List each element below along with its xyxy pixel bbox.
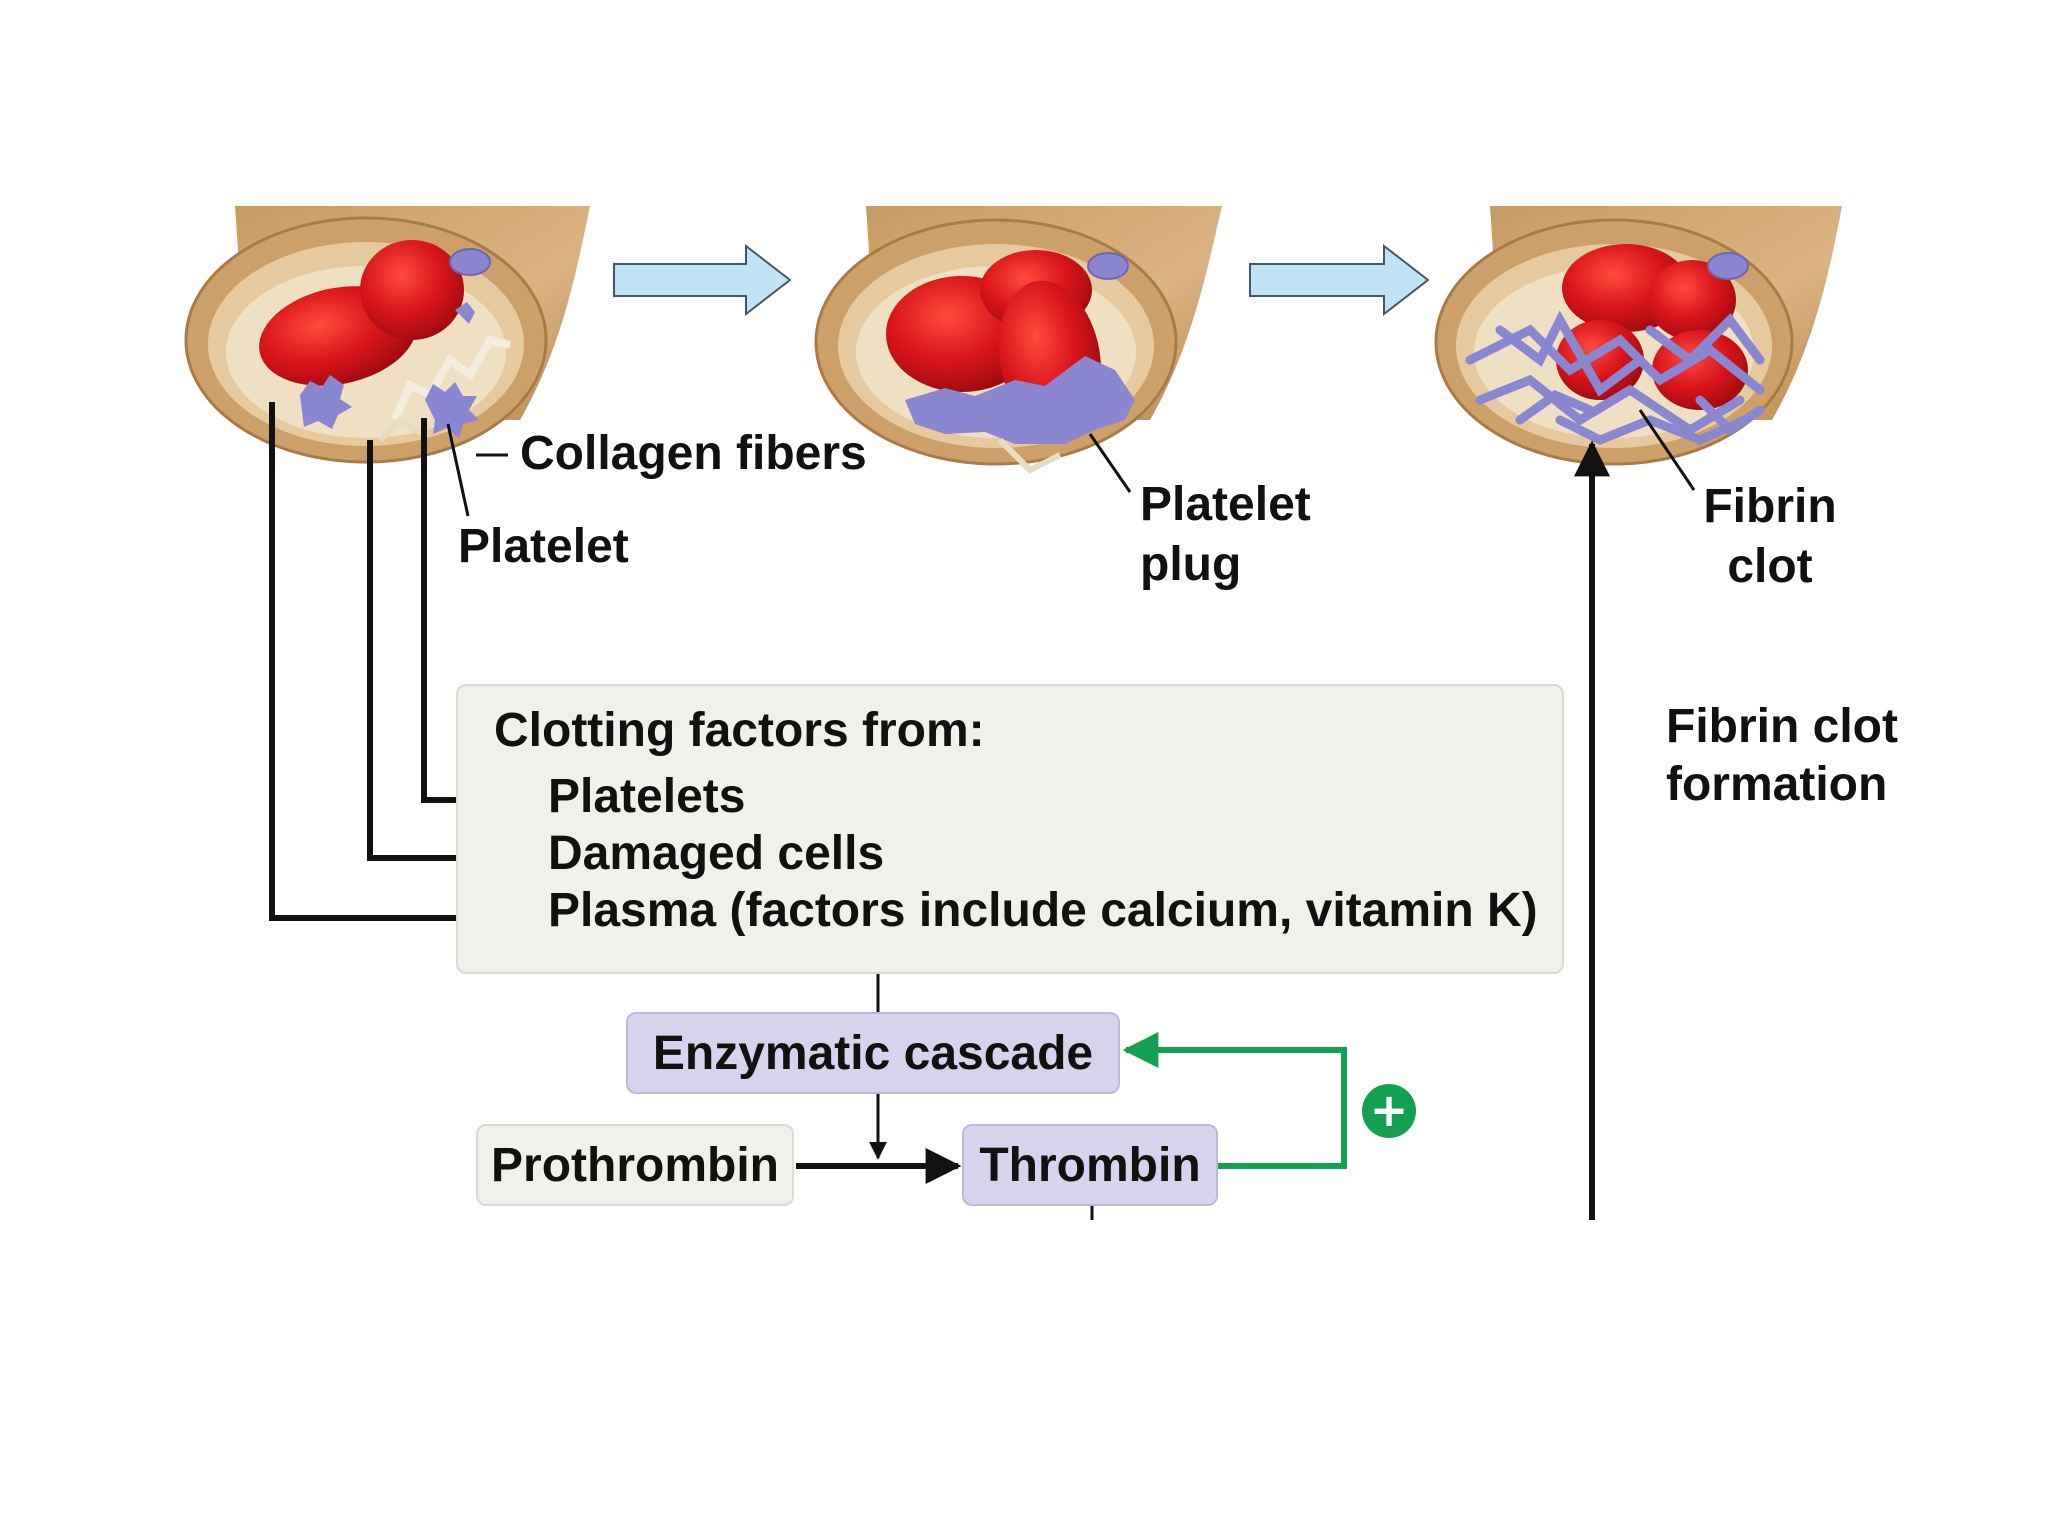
clotting-factor-plasma: Plasma (factors include calcium, vitamin… — [548, 884, 1538, 937]
clotting-factors-title: Clotting factors from: — [494, 704, 985, 757]
platelet-shape — [300, 375, 352, 429]
clotting-factors-box — [456, 684, 1564, 974]
label-platelet-plug-2: plug — [1140, 538, 1242, 591]
platelet-plug-shape — [905, 356, 1135, 444]
positive-feedback-badge: + — [1362, 1084, 1416, 1138]
node-enzymatic-cascade: Enzymatic cascade — [626, 1012, 1120, 1094]
clotting-factor-damaged-cells: Damaged cells — [548, 827, 885, 880]
leader-fibrin-clot — [1638, 409, 1696, 491]
label-fibrin-formation-2: formation — [1666, 758, 1888, 811]
node-thrombin: Thrombin — [962, 1124, 1218, 1206]
node-enzymatic-cascade-label: Enzymatic cascade — [652, 1026, 1094, 1080]
red-blood-cell — [360, 240, 464, 340]
red-blood-cell — [1648, 260, 1736, 340]
leader-platelet-plug — [1088, 433, 1132, 493]
feedback-loop — [1122, 1032, 1347, 1169]
vessel-fibrin-clot — [1434, 206, 1842, 466]
process-arrow — [613, 243, 792, 317]
connector-plasma — [269, 402, 532, 936]
vessel-damaged — [184, 206, 590, 464]
node-prothrombin: Prothrombin — [476, 1124, 794, 1206]
process-arrow — [1249, 243, 1430, 317]
platelet-shape — [425, 382, 479, 438]
label-fibrin-formation-1: Fibrin clot — [1666, 700, 1898, 753]
node-prothrombin-label: Prothrombin — [491, 1138, 779, 1192]
node-thrombin-label: Thrombin — [979, 1138, 1201, 1192]
leader-platelet — [446, 423, 470, 517]
clotting-factor-platelets: Platelets — [548, 770, 746, 823]
label-platelet: Platelet — [458, 520, 629, 573]
label-collagen-fibers: Collagen fibers — [520, 427, 867, 480]
label-fibrin-clot-2: clot — [1727, 540, 1813, 593]
label-fibrin-clot-1: Fibrin — [1703, 480, 1837, 533]
fibrin-mesh — [1465, 310, 1765, 445]
label-platelet-plug-1: Platelet — [1140, 478, 1311, 531]
vessel-platelet-plug — [814, 206, 1222, 474]
